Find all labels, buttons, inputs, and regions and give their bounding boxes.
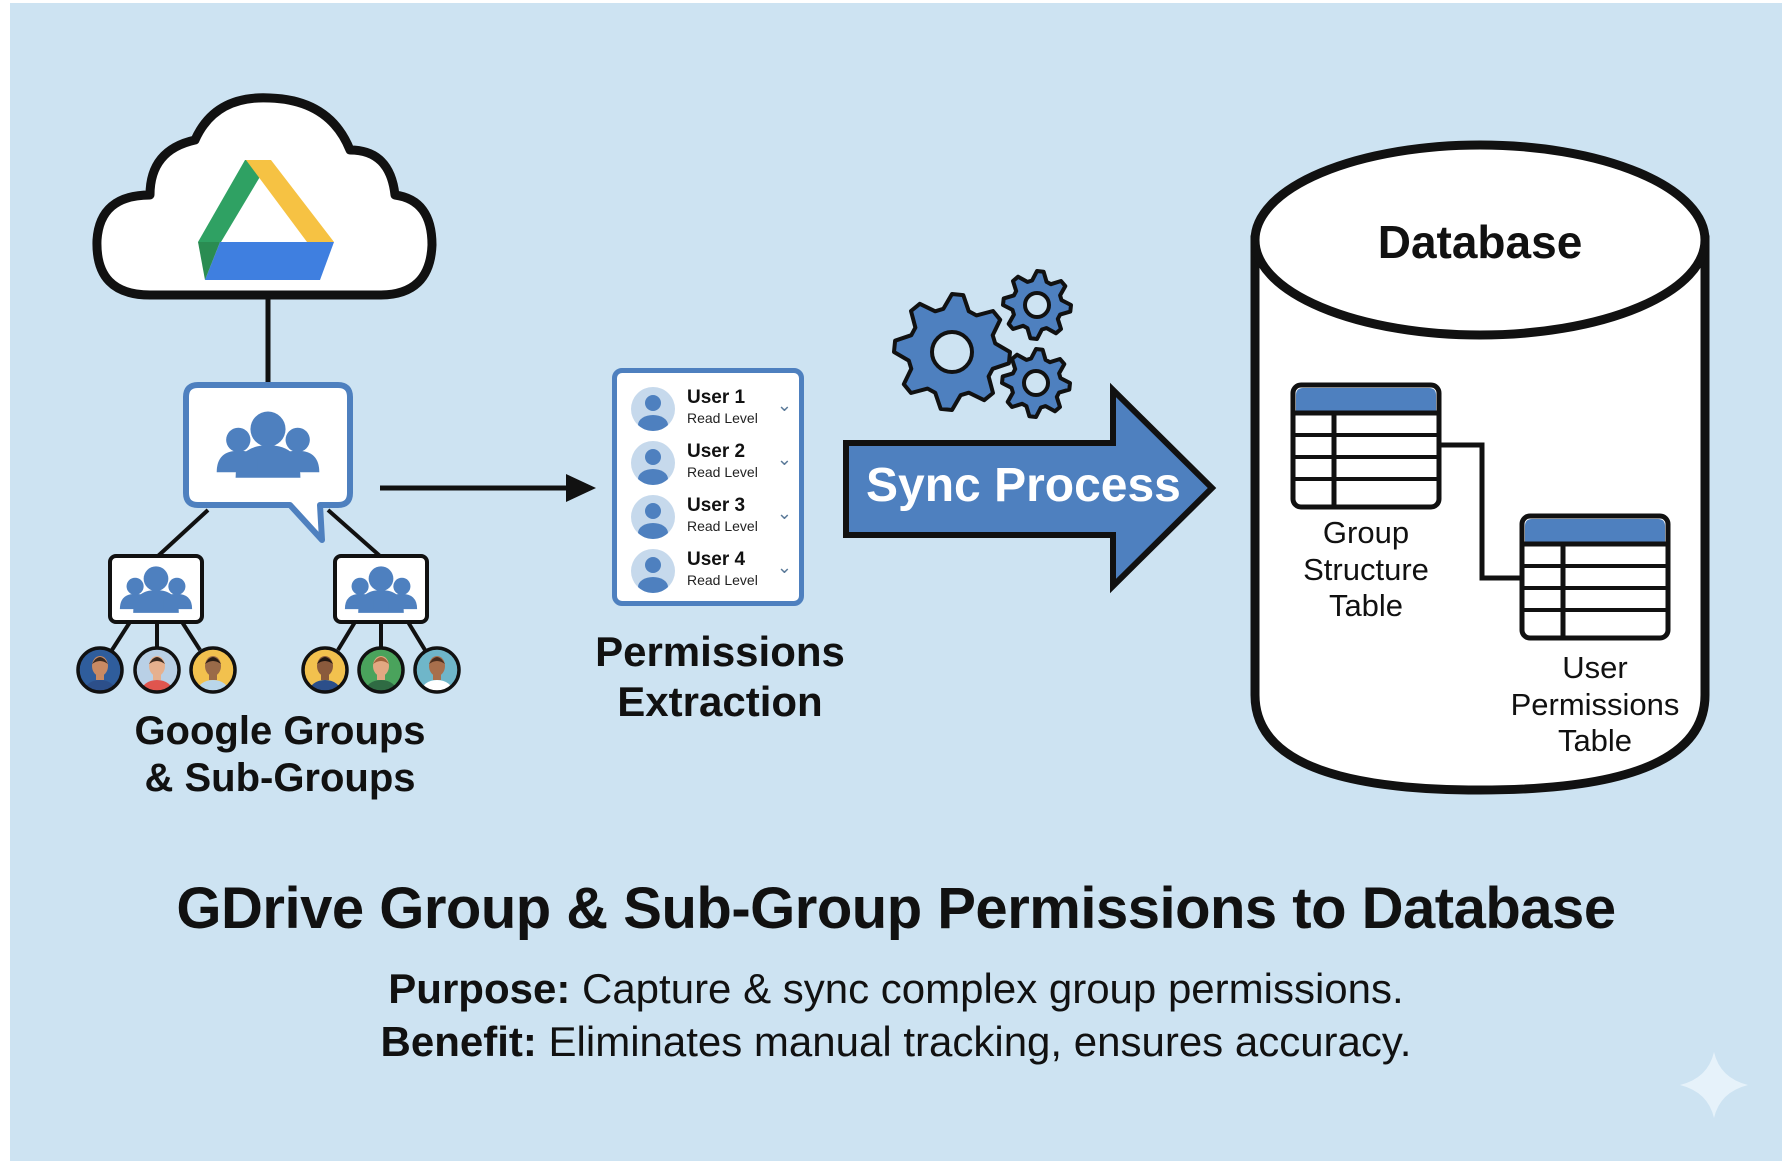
user-row[interactable]: User 3 Read Level ⌄ [631, 493, 796, 541]
user-name: User 4 [687, 549, 746, 570]
user-permissions-table-icon [1519, 513, 1671, 641]
chevron-down-icon[interactable]: ⌄ [776, 557, 792, 577]
user-row[interactable]: User 4 Read Level ⌄ [631, 547, 796, 595]
benefit-line: Benefit: Eliminates manual tracking, ens… [0, 1018, 1792, 1066]
purpose-text: Capture & sync complex group permissions… [570, 965, 1404, 1012]
user-avatar-icon [631, 441, 675, 485]
member-avatar [133, 646, 181, 694]
benefit-text: Eliminates manual tracking, ensures accu… [536, 1018, 1412, 1065]
gear-hole [1022, 369, 1050, 397]
source-label: Google Groups & Sub-Groups [100, 708, 460, 802]
gears-icon [892, 269, 1073, 419]
tree-lines [110, 508, 427, 652]
user-name: User 3 [687, 495, 746, 516]
user-row[interactable]: User 1 Read Level ⌄ [631, 385, 796, 433]
table-relation-line [1439, 442, 1522, 581]
source-label-line1: Google Groups [134, 709, 426, 753]
table-label-line: Group [1322, 515, 1410, 550]
table-label-line: Table [1328, 588, 1404, 624]
group-box [183, 382, 353, 543]
member-avatar [76, 646, 124, 694]
gear-hole [1023, 291, 1051, 319]
gear-hole [930, 330, 974, 374]
user-permissions-table-label: User Permissions Table [1490, 650, 1700, 760]
group-structure-table-label: Group Structure Table [1270, 515, 1462, 625]
sparkle-icon [1680, 1052, 1748, 1118]
extraction-label-line1: Permissions [595, 628, 845, 675]
source-label-line2: & Sub-Groups [144, 756, 416, 801]
google-drive-logo [198, 160, 334, 280]
user-permission-level: Read Level [687, 572, 758, 588]
member-avatar [357, 646, 405, 694]
sync-arrow [843, 382, 1217, 594]
extraction-label: Permissions Extraction [580, 627, 860, 726]
sync-process-label: Sync Process [866, 459, 1181, 512]
subgroup-box [333, 554, 429, 624]
user-avatar-icon [631, 495, 675, 539]
table-label-line: Structure [1303, 551, 1429, 587]
cloud-icon [92, 93, 437, 300]
database-cylinder [1250, 140, 1710, 795]
table-label-line: Permissions [1510, 686, 1680, 722]
user-avatar-icon [631, 387, 675, 431]
member-avatar [301, 646, 349, 694]
purpose-label: Purpose: [388, 965, 571, 1012]
member-avatar [189, 646, 237, 694]
database-title: Database [1377, 216, 1583, 268]
group-structure-table-icon [1290, 382, 1442, 510]
user-permission-level: Read Level [687, 410, 758, 426]
table-label-line: Table [1557, 723, 1633, 759]
user-avatar-icon [631, 549, 675, 593]
table-label-line: User [1562, 650, 1628, 685]
purpose-line: Purpose: Capture & sync complex group pe… [0, 965, 1792, 1013]
user-name: User 2 [687, 441, 746, 462]
user-permission-level: Read Level [687, 464, 758, 480]
chevron-down-icon[interactable]: ⌄ [776, 503, 792, 523]
member-avatar [413, 646, 461, 694]
user-name: User 1 [687, 387, 746, 408]
subgroup-box [108, 554, 204, 624]
diagram-title: GDrive Group & Sub-Group Permissions to … [176, 876, 1616, 941]
user-row[interactable]: User 2 Read Level ⌄ [631, 439, 796, 487]
flow-arrow [380, 474, 596, 502]
extraction-label-line2: Extraction [617, 677, 823, 725]
chevron-down-icon[interactable]: ⌄ [776, 449, 792, 469]
benefit-label: Benefit: [380, 1018, 537, 1065]
user-permission-level: Read Level [687, 518, 758, 534]
chevron-down-icon[interactable]: ⌄ [776, 395, 792, 415]
